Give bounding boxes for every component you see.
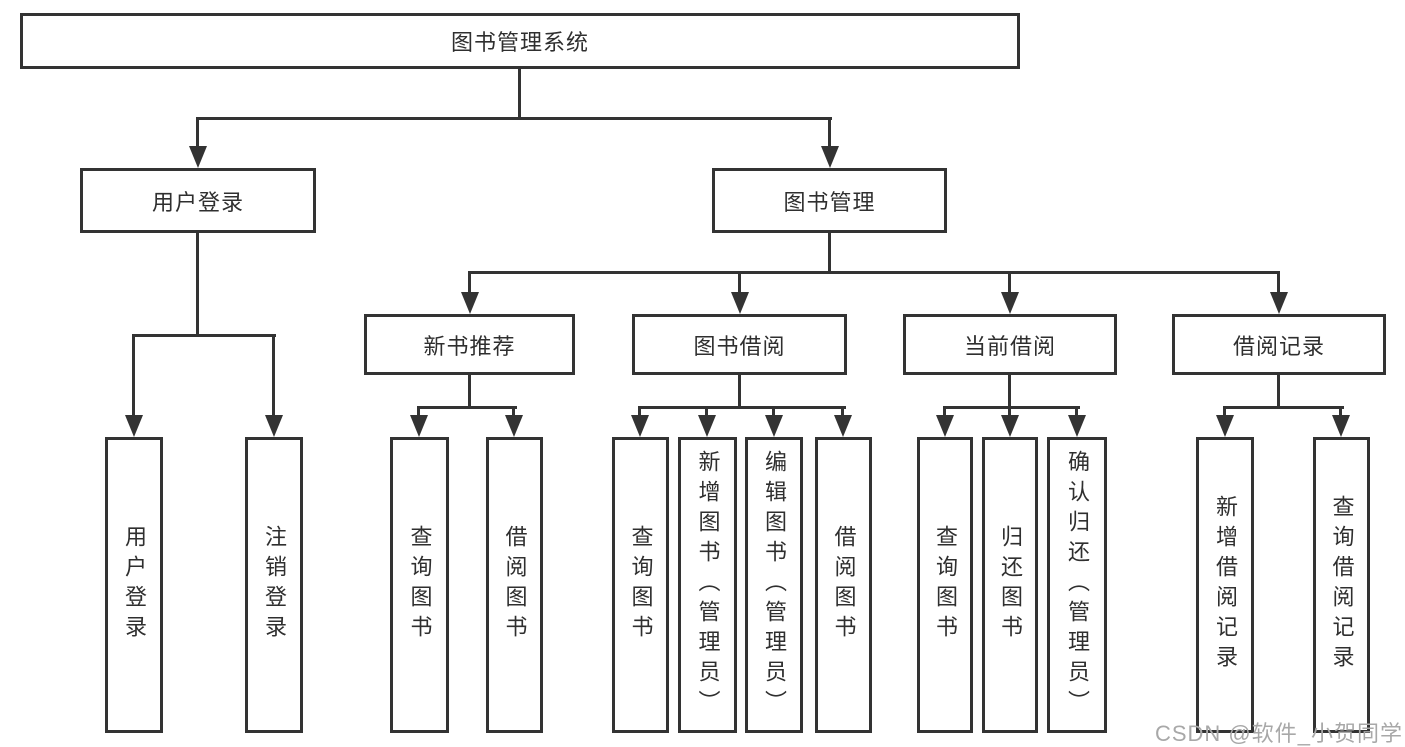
connector-drop-group [468,273,471,300]
connector-drop-group [1277,273,1280,300]
connector-group-stem [468,373,471,408]
node-book-management: 图书管理 [712,168,947,233]
leaf-label: 新增借阅记录 [1213,495,1238,675]
arrow-down-icon [765,415,783,437]
connector-drop-group [738,273,741,300]
arrow-down-icon [1001,292,1019,314]
arrow-down-icon [505,415,523,437]
leaf-borrow-books-recommend: 借阅图书 [486,437,543,733]
arrow-down-icon [461,292,479,314]
node-book-management-label: 图书管理 [783,189,876,215]
connector-drop-leaf [272,336,275,423]
connector-drop-leaf [132,336,135,423]
connector-group-stem [738,373,741,408]
node-label: 借阅记录 [1232,333,1325,359]
connector-user-login-hbar [132,334,276,337]
arrow-down-icon [410,415,428,437]
arrow-down-icon [631,415,649,437]
connector-root-stem [518,69,521,119]
leaf-query-books-current: 查询图书 [917,437,973,733]
arrow-down-icon [1068,415,1086,437]
connector-group-hbar [417,406,517,409]
node-current-borrowing: 当前借阅 [903,314,1117,375]
leaf-query-books-recommend: 查询图书 [390,437,449,733]
csdn-watermark: CSDN @软件_小贺同学 [1154,721,1403,746]
node-root: 图书管理系统 [20,13,1020,69]
node-user-login: 用户登录 [80,168,316,233]
arrow-down-icon [189,146,207,168]
connector-group-stem [1277,373,1280,408]
leaf-return-book: 归还图书 [982,437,1038,733]
node-book-borrowing: 图书借阅 [632,314,847,375]
connector-root-hbar [196,117,832,120]
arrow-down-icon [821,146,839,168]
node-label: 新书推荐 [423,333,516,359]
leaf-label: 借阅图书 [831,525,857,645]
leaf-query-books-borrowing: 查询图书 [612,437,669,733]
connector-drop-book-mgmt [828,119,831,152]
leaf-label: 编辑图书（管理员） [762,450,787,720]
leaf-add-borrow-record: 新增借阅记录 [1196,437,1254,733]
leaf-borrow-books-borrowing: 借阅图书 [815,437,872,733]
node-user-login-label: 用户登录 [151,189,244,215]
arrow-down-icon [1216,415,1234,437]
connector-group-stem [1008,373,1011,408]
leaf-label: 借阅图书 [502,525,528,645]
arrow-down-icon [834,415,852,437]
leaf-add-book-admin: 新增图书（管理员） [678,437,737,733]
arrow-down-icon [731,292,749,314]
node-new-book-recommendation: 新书推荐 [364,314,575,375]
leaf-user-login: 用户登录 [105,437,163,733]
arrow-down-icon [265,415,283,437]
leaf-label: 查询图书 [628,525,654,645]
connector-drop-group [1008,273,1011,300]
connector-book-mgmt-hbar [468,271,1280,274]
connector-drop-user-login [196,119,199,152]
connector-group-hbar [943,406,1080,409]
leaf-label: 注销登录 [262,525,287,645]
arrow-down-icon [1001,415,1019,437]
arrow-down-icon [698,415,716,437]
node-root-label: 图书管理系统 [450,30,589,55]
node-label: 当前借阅 [963,333,1056,359]
arrow-down-icon [1270,292,1288,314]
leaf-label: 查询图书 [407,525,433,645]
arrow-down-icon [936,415,954,437]
node-label: 图书借阅 [693,333,786,359]
leaf-label: 查询借阅记录 [1329,495,1355,675]
leaf-label: 查询图书 [933,525,958,645]
leaf-confirm-return-admin: 确认归还（管理员） [1047,437,1107,733]
leaf-query-borrow-record: 查询借阅记录 [1313,437,1370,733]
connector-group-hbar [638,406,846,409]
connector-book-mgmt-stem [828,231,831,273]
leaf-label: 确认归还（管理员） [1065,450,1090,720]
leaf-edit-book-admin: 编辑图书（管理员） [745,437,803,733]
arrow-down-icon [125,415,143,437]
leaf-label: 归还图书 [998,525,1023,645]
leaf-logout: 注销登录 [245,437,303,733]
node-borrowing-records: 借阅记录 [1172,314,1386,375]
leaf-label: 用户登录 [122,525,147,645]
connector-group-hbar [1223,406,1344,409]
leaf-label: 新增图书（管理员） [695,450,721,720]
connector-user-login-stem [196,231,199,337]
arrow-down-icon [1332,415,1350,437]
